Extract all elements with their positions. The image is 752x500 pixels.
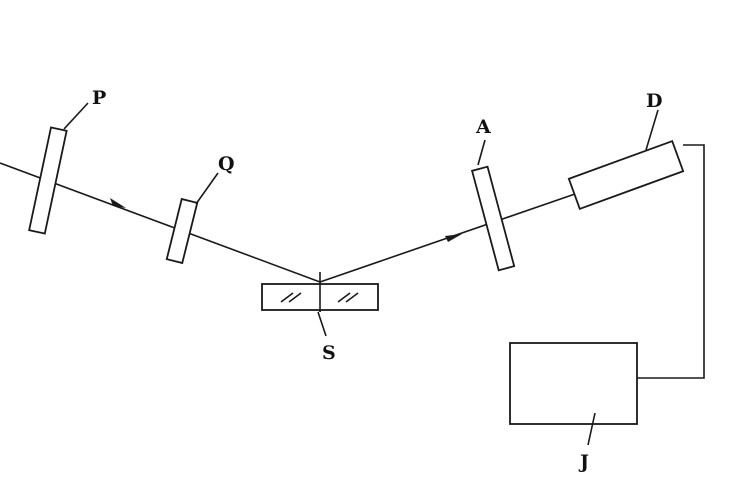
compensator-label: Q — [218, 153, 235, 175]
polarizer-leader — [63, 102, 89, 130]
recorder: J — [509, 342, 638, 473]
analyzer-leader — [477, 139, 486, 166]
polarizer: P — [28, 87, 106, 235]
sample-hatch-left — [280, 292, 302, 303]
signal-cable — [637, 144, 705, 379]
polarizer-label: P — [92, 87, 106, 109]
polarizer-plate — [28, 126, 68, 235]
detector-leader — [645, 109, 659, 151]
sample-leader — [317, 311, 327, 337]
recorder-label: J — [578, 451, 589, 473]
sample-hatch-right — [337, 292, 359, 303]
compensator-leader — [195, 172, 219, 205]
analyzer: A — [470, 116, 516, 272]
compensator: Q — [165, 153, 235, 265]
compensator-plate — [165, 197, 199, 265]
recorder-box — [509, 342, 638, 425]
analyzer-plate — [470, 165, 516, 272]
reflected-arrow — [445, 234, 462, 242]
detector-body — [567, 140, 685, 210]
analyzer-label: A — [475, 116, 491, 138]
recorder-leader — [587, 412, 596, 446]
sample: S — [261, 283, 379, 364]
detector-label: D — [646, 90, 662, 112]
detector: D — [567, 90, 685, 210]
incident-arrow — [110, 198, 126, 208]
sample-label: S — [322, 342, 336, 364]
